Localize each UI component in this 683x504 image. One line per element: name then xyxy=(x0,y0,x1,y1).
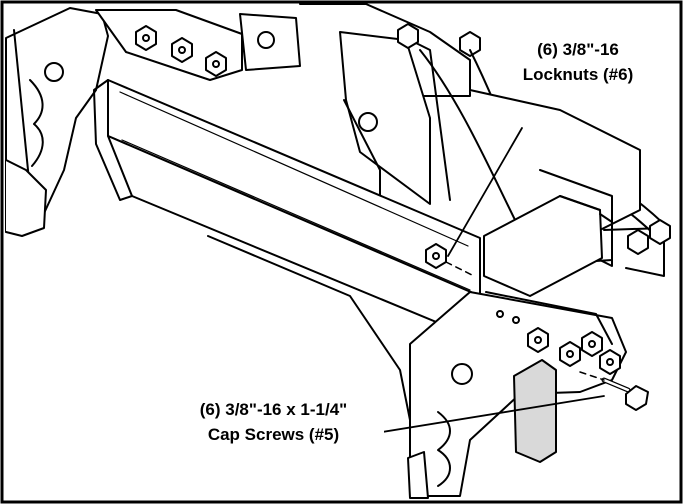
tower-nut-1 xyxy=(397,23,419,49)
cap-screws-callout-line1: (6) 3/8"-16 x 1-1/4" xyxy=(199,400,348,419)
main-tube xyxy=(93,79,481,421)
cap-screws-callout: (6) 3/8"-16 x 1-1/4" Cap Screws (#5) xyxy=(163,397,384,447)
locknut-insertion-dashes xyxy=(445,261,475,277)
right-nut-1 xyxy=(627,229,649,255)
capscrew-insertion-dashes xyxy=(579,371,605,381)
plate-bolt-2 xyxy=(559,341,581,367)
locknuts-callout-line1: (6) 3/8"-16 xyxy=(537,40,619,59)
right-nut-2 xyxy=(649,219,671,245)
bracket-bolt-1 xyxy=(135,25,157,51)
locknut xyxy=(425,243,447,269)
rear-frame xyxy=(299,3,481,205)
plate-bolt-1 xyxy=(527,327,549,353)
bracket-bolt-2 xyxy=(171,37,193,63)
upper-crossbar xyxy=(483,195,613,297)
top-bracket xyxy=(95,9,301,81)
locknuts-callout: (6) 3/8"-16 Locknuts (#6) xyxy=(505,37,651,87)
front-mount-plate xyxy=(407,291,627,499)
left-mount-plate xyxy=(5,7,109,237)
locknuts-callout-line2: Locknuts (#6) xyxy=(522,65,634,84)
cap-screw xyxy=(601,377,649,411)
plate-bolt-4 xyxy=(599,349,621,375)
plate-bolt-3 xyxy=(581,331,603,357)
capscrew-leader-line xyxy=(369,395,605,435)
tower-nut-2 xyxy=(459,31,481,57)
locknut-leader-line xyxy=(447,127,523,257)
cap-screws-callout-line2: Cap Screws (#5) xyxy=(207,425,340,444)
bracket-bolt-3 xyxy=(205,51,227,77)
